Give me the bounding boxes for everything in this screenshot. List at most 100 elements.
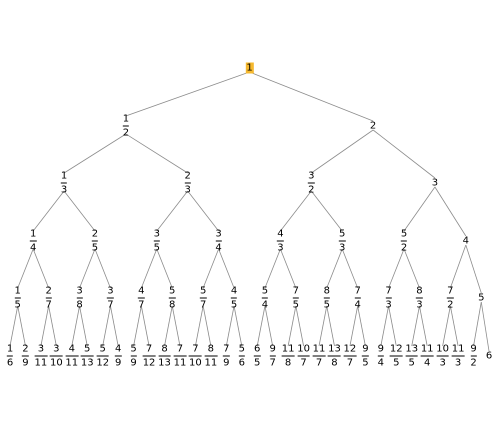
numerator: 10 (436, 343, 450, 355)
tree-edge (249, 71, 374, 122)
fraction-bar (6, 355, 14, 357)
denominator: 3 (385, 299, 392, 311)
denominator: 9 (223, 357, 230, 369)
numerator: 7 (176, 343, 184, 355)
denominator: 10 (49, 357, 63, 369)
numerator: 8 (161, 343, 168, 355)
tree-edge (63, 133, 127, 174)
tree-edge (156, 190, 189, 232)
tree-edge (133, 305, 142, 347)
numerator: 3 (215, 228, 222, 240)
denominator: 3 (439, 357, 446, 369)
tree-edge (233, 305, 243, 347)
numerator: 4 (114, 343, 122, 355)
denominator: 5 (91, 242, 99, 254)
tree-edge (442, 305, 451, 347)
denominator: 7 (199, 299, 207, 311)
tree-edge (349, 305, 359, 347)
fraction-bar (65, 355, 79, 357)
fraction-bar (204, 355, 218, 357)
denominator: 3 (339, 242, 346, 254)
tree-edge (79, 305, 88, 347)
tree-edge (9, 305, 19, 347)
denominator: 2 (470, 357, 477, 369)
denominator: 13 (80, 357, 94, 369)
tree-edge (156, 248, 173, 289)
fraction-bar (323, 297, 330, 299)
numerator: 11 (451, 343, 465, 355)
tree-edge (63, 190, 96, 232)
denominator: 12 (142, 357, 156, 369)
denominator: 8 (331, 357, 338, 369)
fraction-bar (420, 355, 434, 357)
fraction-bar (385, 297, 392, 299)
denominator: 4 (261, 299, 269, 311)
denominator: 3 (184, 184, 191, 196)
fraction-bar (29, 240, 37, 242)
numerator: 1 (14, 285, 21, 297)
tree-edge (465, 244, 482, 294)
denominator: 12 (96, 357, 110, 369)
numerator: 4 (138, 285, 145, 297)
numerator: 13 (328, 343, 341, 355)
tree-edge (225, 305, 235, 347)
fraction-bar (45, 297, 52, 299)
fraction-bar (138, 297, 145, 299)
denominator: 2 (400, 242, 408, 254)
tree-edge (311, 129, 374, 174)
tree-edge (110, 305, 119, 347)
fraction-bar (22, 355, 29, 357)
denominator: 3 (60, 184, 68, 196)
fraction-bar (400, 240, 408, 242)
fraction-bar (354, 297, 361, 299)
denominator: 3 (277, 242, 284, 254)
tree-edge (449, 244, 467, 289)
fraction-bar (312, 355, 326, 357)
numerator: 9 (470, 343, 477, 355)
integer-node: 2 (369, 121, 377, 132)
denominator: 4 (215, 242, 222, 254)
denominator: 5 (254, 357, 261, 369)
fraction-bar (436, 355, 450, 357)
tree-edge (187, 190, 219, 232)
denominator: 3 (454, 357, 462, 369)
numerator: 13 (405, 343, 419, 355)
numerator: 11 (281, 343, 295, 355)
tree-edge (341, 248, 359, 289)
fraction-bar (362, 355, 369, 357)
